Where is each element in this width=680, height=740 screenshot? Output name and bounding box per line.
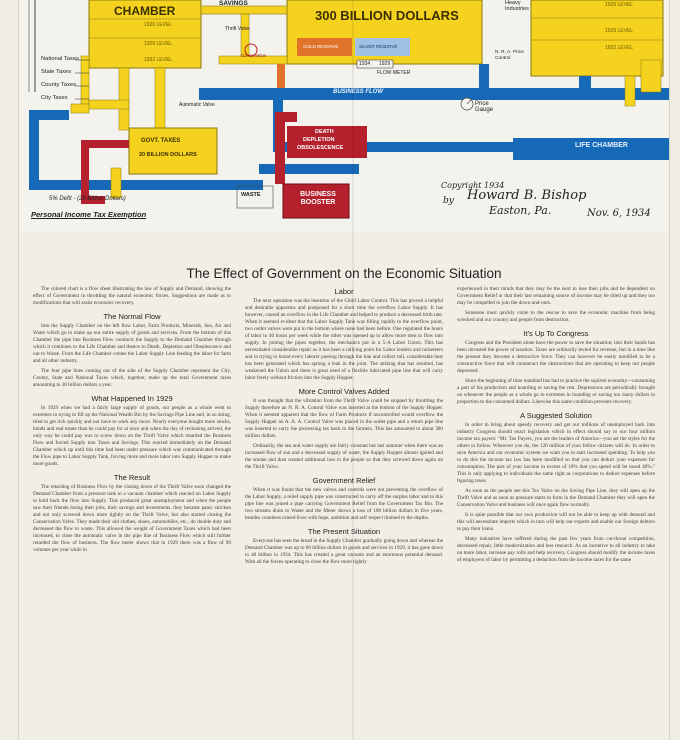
- right-level-1926: 1926 LEVEL: [605, 2, 634, 8]
- paragraph: In 1929 when we had a fairly large suppl…: [33, 405, 231, 467]
- paragraph: The four pipe lines coming out of the si…: [33, 368, 231, 388]
- article-title: The Effect of Government on the Economic…: [186, 266, 502, 281]
- paragraph: The retarding of Business Flow by the cl…: [33, 484, 231, 553]
- thrift-valve-label: Thrift Valve: [225, 26, 250, 32]
- heading-present-situation: The Present Situation: [307, 527, 381, 536]
- heading-what-happened-1929: What Happened In 1929: [91, 394, 173, 403]
- silver-reserve-label: SILVER RESERVE: [359, 44, 398, 49]
- supply-chamber-label: CHAMBER: [114, 4, 176, 18]
- heading-the-result: The Result: [113, 473, 151, 482]
- paragraph: Since the beginning of time mankind has …: [457, 378, 655, 405]
- govt-taxes-amount: 20 BILLION DOLLARS: [139, 152, 197, 158]
- article-column-3: experienced in their minds that they may…: [457, 286, 655, 567]
- intro-paragraph: The colored chart is a flow sheet illust…: [33, 286, 231, 306]
- paragraph: Many industries have suffered during the…: [457, 536, 655, 563]
- paragraph: Everyone has seen the bread in the Suppl…: [245, 538, 443, 565]
- depletion-label: DEPLETION: [303, 137, 335, 143]
- heading-more-control-valves: More Control Valves Added: [298, 387, 390, 396]
- personal-income-tax-label: Personal Income Tax Exemption: [31, 210, 147, 219]
- heading-up-to-congress: It's Up To Congress: [523, 329, 589, 338]
- govt-taxes-tank: [128, 127, 218, 175]
- supply-chamber-tank: [88, 0, 202, 69]
- waste-label: WASTE: [241, 192, 261, 198]
- paragraph: Into the Supply Chamber on the left flow…: [33, 323, 231, 364]
- chamber-level-1926: 1926 LEVEL: [144, 22, 173, 28]
- silver-reserve-block: [355, 38, 410, 56]
- tax-label-city: City Taxes: [41, 95, 68, 101]
- chamber-level-1932: 1932 LEVEL: [144, 57, 173, 63]
- right-level-1932: 1932 LEVEL: [605, 45, 634, 51]
- nra-price-control-label: N. R. A. Price Control: [495, 50, 524, 61]
- article-column-2: Labor The next operation was the inserti…: [245, 282, 443, 569]
- flow-meter-year-1929: 1929: [379, 61, 391, 67]
- conservation-label: Conservation: [241, 53, 267, 58]
- deficit-note: 5% Defit - (20 Billion Dollars): [49, 196, 126, 202]
- date-signature: Nov. 6, 1934: [587, 208, 651, 219]
- tax-label-national: National Taxes: [41, 56, 79, 62]
- automatic-valve-label: Automatic Valve: [179, 102, 215, 108]
- paragraph: Ordinarily, the sea and water supply are…: [245, 443, 443, 470]
- business-booster-label: BUSINESS BOOSTER: [300, 191, 336, 206]
- paragraph: When it was found that the new valves an…: [245, 487, 443, 521]
- flow-chart-poster: CHAMBER 1926 LEVEL 1929 LEVEL 1932 LEVEL…: [18, 0, 670, 232]
- paragraph: It was thought that the vibration from t…: [245, 398, 443, 439]
- death-label: DEATH: [315, 129, 334, 135]
- paragraph: In order to bring about speedy recovery …: [457, 422, 655, 484]
- govt-taxes-label: GOVT. TAXES: [141, 138, 181, 144]
- chamber-level-1929: 1929 LEVEL: [144, 41, 173, 47]
- paragraph: The next operation was the insertion of …: [245, 298, 443, 381]
- tax-label-state: State Taxes: [41, 69, 72, 75]
- paragraph: experienced in their minds that they may…: [457, 286, 655, 306]
- paper-fold-line: [352, 0, 354, 740]
- article-column-1: The colored chart is a flow sheet illust…: [33, 286, 231, 557]
- place-signature: Easton, Pa.: [489, 204, 552, 217]
- business-flow-label: BUSINESS FLOW: [333, 89, 384, 95]
- heading-normal-flow: The Normal Flow: [103, 312, 161, 321]
- heading-suggested-solution: A Suggested Solution: [520, 411, 592, 420]
- article-section: The Effect of Government on the Economic…: [18, 232, 670, 740]
- copyright-text: Copyright 1934: [441, 181, 505, 190]
- obsolescence-label: OBSOLESCENCE: [297, 145, 344, 151]
- right-level-1929: 1929 LEVEL: [605, 28, 634, 34]
- big-tank-label: 300 BILLION DOLLARS: [315, 8, 459, 23]
- gold-reserve-label: GOLD RESERVE: [303, 44, 339, 49]
- heading-government-relief: Government Relief: [312, 476, 376, 485]
- tax-label-county: County Taxes: [41, 82, 77, 88]
- paragraph: It is quite possible that our own produc…: [457, 512, 655, 532]
- price-gauge-label: Price Gauge: [475, 101, 494, 113]
- by-text: by: [443, 196, 454, 206]
- author-signature: Howard B. Bishop: [467, 188, 587, 203]
- paragraph: Congress and the President alone have th…: [457, 340, 655, 374]
- flow-meter-year-1934: 1934: [359, 61, 371, 67]
- business-booster-tank: [282, 183, 350, 219]
- business-flow-pipe: [199, 88, 669, 100]
- paragraph: As soon as the people see this Tax Valve…: [457, 488, 655, 508]
- death-depletion-tank: [287, 126, 367, 158]
- paragraph: Someone must quickly come to the rescue …: [457, 310, 655, 323]
- life-chamber-label: LIFE CHAMBER: [575, 142, 628, 149]
- savings-label: SAVINGS: [219, 0, 248, 7]
- gold-reserve-block: [297, 38, 352, 56]
- flow-chart-graphic: [28, 0, 669, 219]
- life-chamber-pipe: [513, 138, 669, 160]
- heading-labor: Labor: [334, 287, 354, 296]
- heavy-industries-label: Heavy Industries: [505, 0, 529, 12]
- flow-meter-label: FLOW METER: [377, 70, 411, 76]
